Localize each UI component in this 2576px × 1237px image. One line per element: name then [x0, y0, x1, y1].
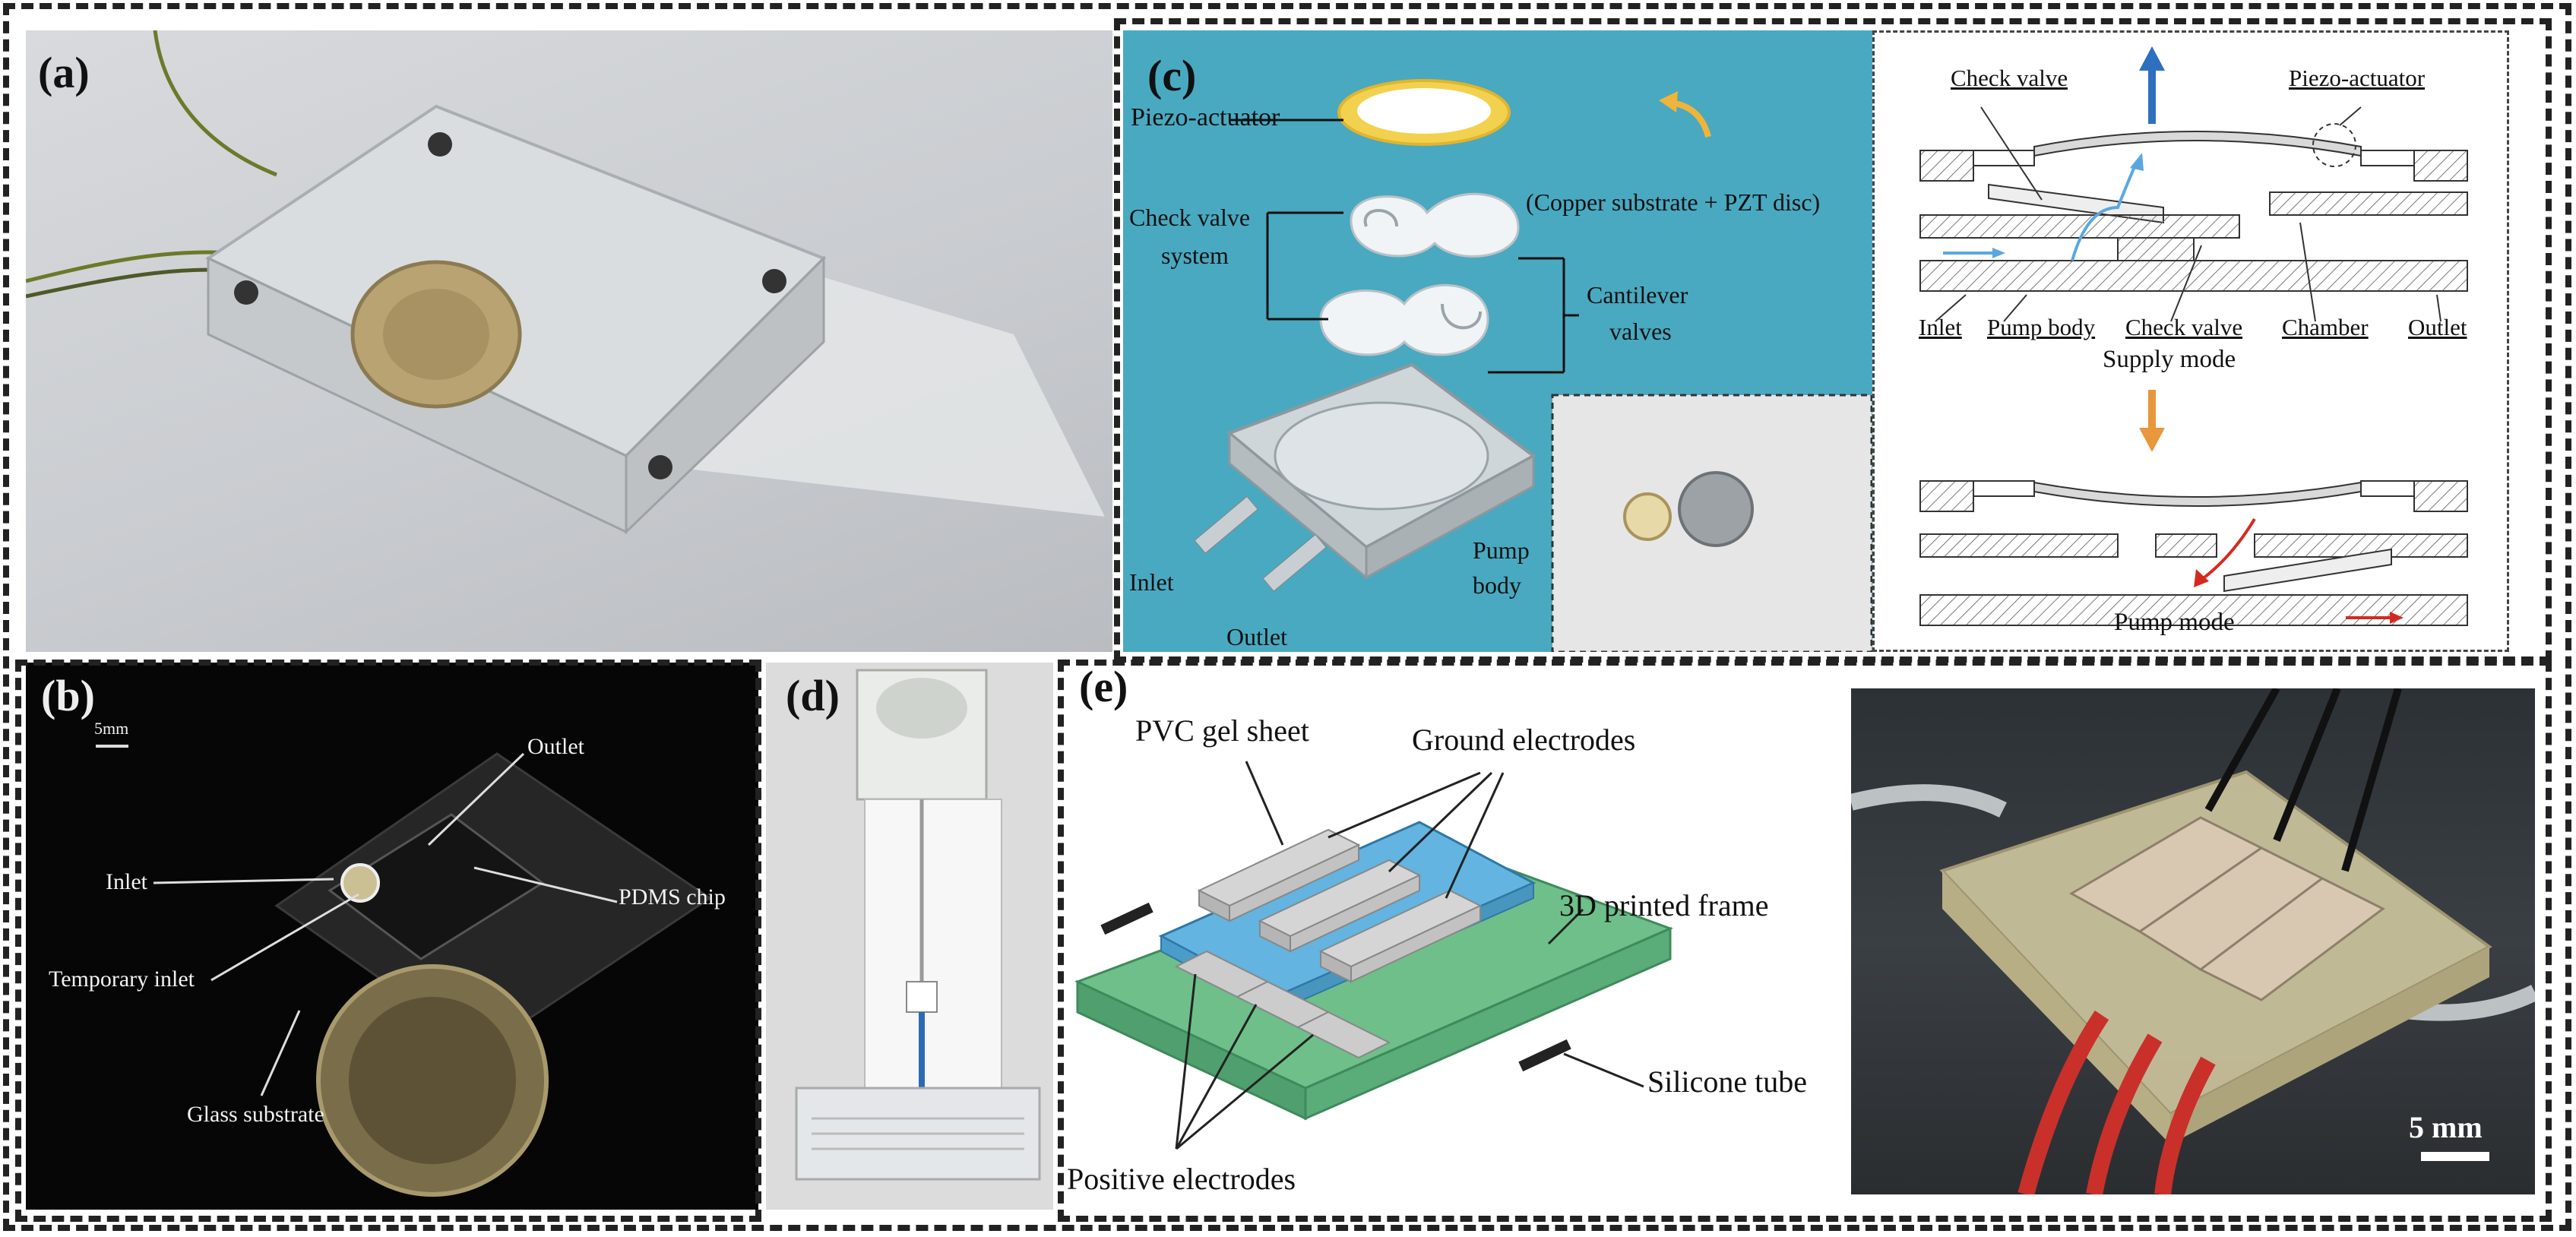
panel-a-photo [26, 30, 1112, 652]
cantilever-valves-label-1: Cantilever [1587, 281, 1688, 308]
panel-c-schematic: Check valve Piezo-actuator Inlet Pump bo… [1872, 30, 2509, 652]
schematic-piezo-actuator: Piezo-actuator [2289, 65, 2426, 91]
panel-c-exploded-view: Piezo-actuator (Copper substrate + PZT d… [1123, 30, 1872, 652]
electrode-pump-photo [1851, 688, 2535, 1194]
schematic-check-valve-bottom: Check valve [2125, 314, 2243, 340]
outlet-label: Outlet [527, 734, 584, 759]
panel-c-label: (c) [1147, 51, 1197, 100]
schematic-check-valve-top: Check valve [1951, 65, 2068, 91]
supply-pump-mode-schematic [1919, 46, 2468, 626]
inlet-label: Inlet [1129, 568, 1174, 596]
piezo-actuator-label: Piezo-actuator [1131, 103, 1280, 131]
silicone-tube-label: Silicone tube [1647, 1065, 1807, 1099]
schematic-inlet: Inlet [1919, 314, 1962, 340]
positive-electrodes-label: Positive electrodes [1067, 1162, 1296, 1196]
pump-device-photo [26, 30, 1105, 535]
panel-a-label: (a) [38, 48, 90, 97]
strip-device-photo [795, 669, 1041, 1181]
schematic-outlet: Outlet [2408, 314, 2467, 340]
outlet-label: Outlet [1226, 623, 1287, 650]
check-valve-system-label-2: system [1161, 242, 1229, 269]
pump-exploded-diagram [1194, 79, 1872, 652]
panel-e-label: (e) [1079, 662, 1128, 711]
panel-d-label: (d) [786, 671, 840, 720]
glass-substrate-label: Glass substrate [187, 1102, 324, 1127]
copper-pzt-label: (Copper substrate + PZT disc) [1526, 188, 1821, 216]
supply-mode-label: Supply mode [2103, 346, 2236, 373]
pump-body-label-1: Pump [1473, 536, 1530, 564]
electrode-pump-diagram [1074, 761, 1674, 1150]
inlet-label: Inlet [106, 869, 147, 894]
cantilever-valves-label-2: valves [1609, 318, 1672, 345]
printed-frame-label: 3D printed frame [1559, 888, 1769, 922]
schematic-chamber: Chamber [2282, 314, 2369, 340]
frame-panel-c [1114, 18, 2552, 663]
panel-e-photo: 5 mm [1851, 688, 2535, 1194]
temporary-inlet-label: Temporary inlet [49, 967, 195, 992]
frame-outer [3, 3, 2571, 1231]
pdms-chip-label: PDMS chip [619, 884, 726, 910]
pvc-gel-sheet-label: PVC gel sheet [1135, 713, 1309, 748]
check-valve-system-label-1: Check valve [1129, 204, 1251, 231]
frame-panel-b [15, 660, 761, 1222]
panel-b-photo: 5mm Outlet Inlet PDMS chip Temporary inl… [26, 663, 758, 1210]
ground-electrodes-label: Ground electrodes [1412, 723, 1636, 757]
pdms-chip-photo [96, 745, 712, 1197]
panel-b-label: (b) [41, 671, 95, 720]
pump-body-label-2: body [1473, 571, 1521, 599]
panel-e-diagram: PVC gel sheet Ground electrodes 3D print… [1062, 663, 1842, 1210]
scale-bar-label: 5mm [94, 719, 129, 738]
pump-mode-label: Pump mode [2114, 609, 2235, 636]
frame-panel-e [1058, 660, 2552, 1222]
schematic-pump-body: Pump body [1987, 314, 2096, 340]
panel-d-photo [766, 663, 1053, 1210]
scale-bar-label: 5 mm [2409, 1110, 2483, 1144]
